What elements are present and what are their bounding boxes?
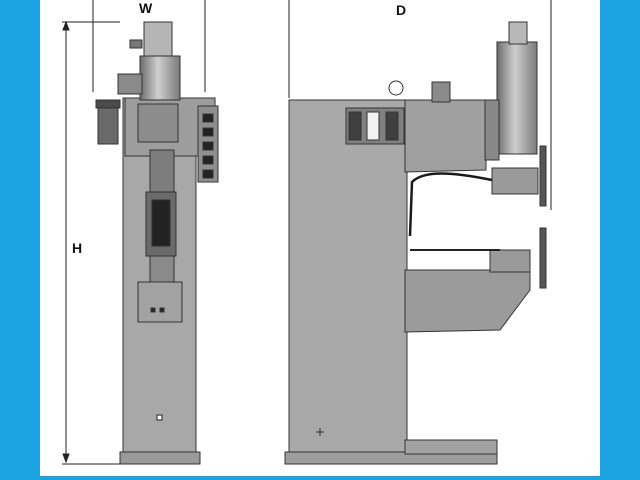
depth-label: D [396, 2, 407, 18]
side-cylinder [496, 41, 538, 155]
side-body [288, 99, 408, 453]
side-view [284, 0, 552, 465]
depth-dimension-lines [288, 0, 552, 210]
height-label: H [72, 240, 83, 256]
front-cylinder [139, 55, 181, 101]
front-view [62, 0, 219, 465]
lower-arm [404, 269, 531, 333]
width-dimension-lines [92, 0, 206, 92]
front-valve [97, 103, 119, 145]
height-dimension-lines [62, 20, 120, 465]
width-label: W [139, 0, 153, 16]
upper-arm [404, 99, 487, 173]
